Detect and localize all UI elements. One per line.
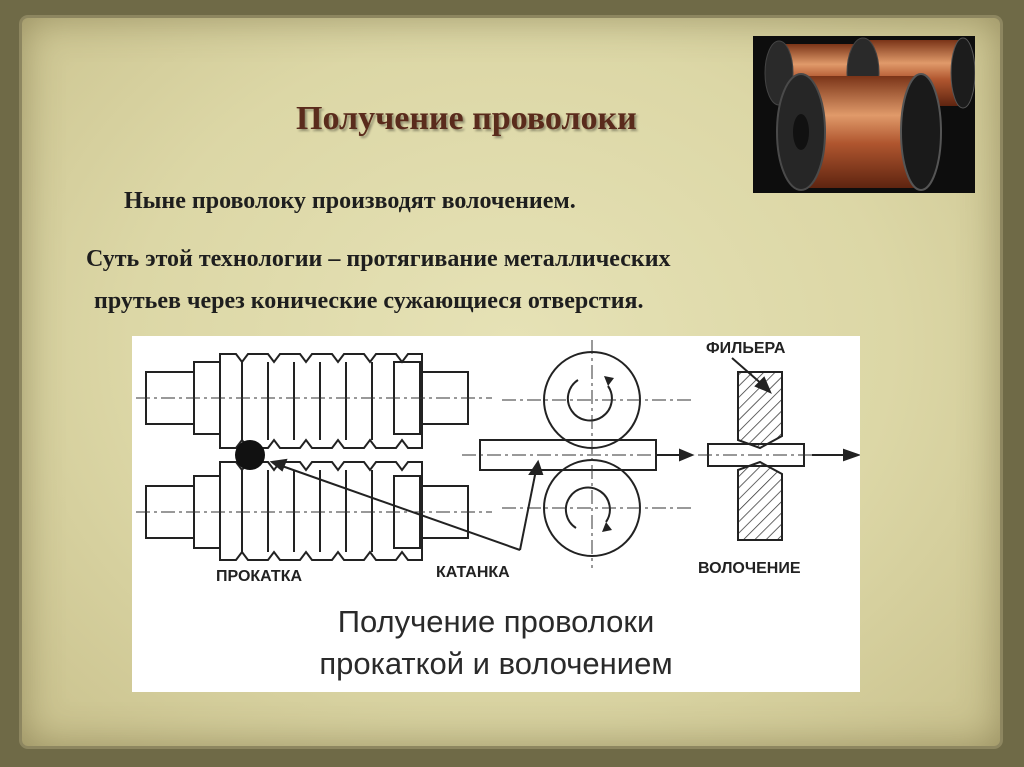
- label-drawing: ВОЛОЧЕНИЕ: [698, 560, 801, 577]
- paragraph-2-line-1: Суть этой технологии – протягивание мета…: [86, 246, 671, 272]
- copper-wire-spools-photo: [753, 36, 976, 193]
- paragraph-2: Суть этой технологии – протягивание мета…: [86, 238, 946, 322]
- label-rod: КАТАНКА: [436, 564, 510, 581]
- label-die: ФИЛЬЕРА: [706, 340, 786, 357]
- slide-title: Получение проволоки: [296, 100, 637, 137]
- label-rolling: ПРОКАТКА: [216, 568, 303, 585]
- caption-line-2: прокаткой и волочением: [319, 646, 673, 681]
- paragraph-2-line-2: прутьев через конические сужающиеся отве…: [94, 288, 644, 314]
- rolling-drawing-diagram: ФИЛЬЕРА ПРОКАТКА КАТАНКА ВОЛОЧЕНИЕ Получ…: [132, 336, 860, 692]
- caption-line-1: Получение проволоки: [337, 604, 655, 639]
- paragraph-1: Ныне проволоку производят волочением.: [124, 188, 576, 214]
